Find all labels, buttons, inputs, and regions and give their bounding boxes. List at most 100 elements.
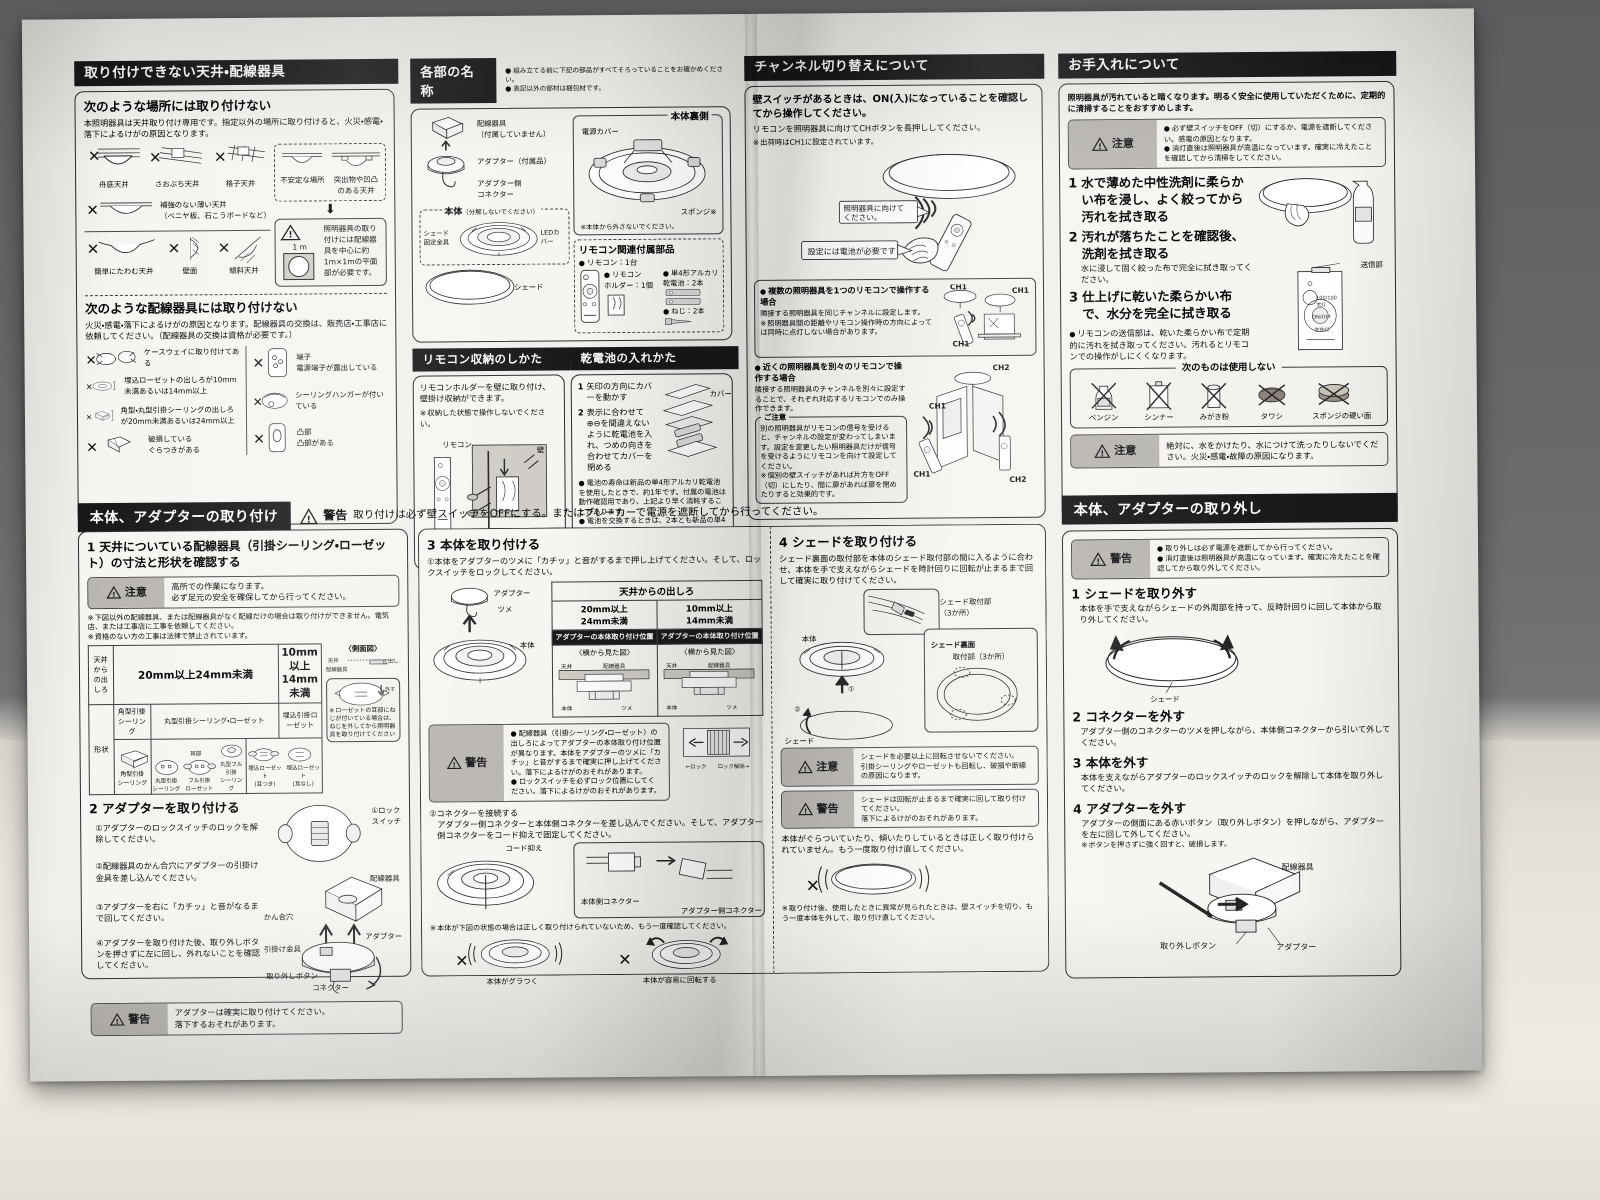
- section-parts: 各部の名称 組み立てる前に下記の部品がすべてそろっていることをお確かめください。…: [410, 56, 739, 575]
- table-col-b: 10mm以上 14mm未満: [277, 644, 322, 704]
- svg-text:CH1: CH1: [913, 469, 930, 478]
- step2-no: 2: [88, 801, 98, 817]
- section-removal: 本体、アダプターの取り外し ! 警告 取り外しは必ず電源を遮断してから行ってくだ…: [1061, 492, 1402, 979]
- warning-triangle-icon: !: [109, 1012, 125, 1026]
- step4-label-shade: シェード: [784, 736, 815, 746]
- step3-label-adapter: アダプター: [493, 588, 531, 599]
- remote-group-title: リモコン関連付属部品: [578, 244, 675, 257]
- removal-step-title-3: アダプターを外す: [1086, 800, 1187, 817]
- step2-item-0: ①アダプターのロックスイッチのロックを解除してください。: [95, 822, 258, 845]
- care-step-no-1: 2: [1068, 230, 1078, 246]
- svg-text:!: !: [1100, 449, 1104, 458]
- warning-triangle-icon: !: [1091, 137, 1108, 151]
- svg-text:ください。: ください。: [843, 213, 881, 222]
- label-shade-bracket: シェード 固定金具: [423, 229, 450, 247]
- label-wall: 壁: [536, 445, 545, 455]
- square-ceiling-icon: [120, 751, 148, 769]
- banner-remote-storage: リモコン収納のしかた: [412, 347, 571, 372]
- removal-step-title-1: コネクターを外す: [1085, 708, 1185, 725]
- body-back-figure: [588, 139, 706, 203]
- svg-text:✕: ✕: [86, 382, 93, 392]
- bad-fitting-3: ✕ 破損している ぐらつきがある: [86, 433, 241, 457]
- channel-warn-body: 別の照明器具がリモコンの信号を受けると、チャンネルの設定が変わってしまいます。設…: [760, 422, 897, 471]
- care-step-no-0: 1: [1068, 176, 1078, 192]
- loose-shade-figure: ✕: [806, 863, 930, 897]
- removal-label-shade: シェード: [1150, 694, 1180, 704]
- parts-note-1: 表記以外の部材は梱包材です。: [505, 83, 730, 94]
- bad-place-2: ✕ 格子天井: [210, 144, 270, 189]
- banner-battery: 乾電池の入れかた: [570, 346, 739, 371]
- bad-fitting-r-callout-0: 端子: [296, 352, 312, 362]
- body-mount-figure: [433, 587, 527, 684]
- svg-text:✕: ✕: [252, 356, 264, 372]
- unstable-place-1: 突出物や凹凸 のある天井: [329, 148, 382, 196]
- svg-text:!: !: [1098, 142, 1102, 151]
- removal-step-body-2: 本体を支えながらアダプターのロックスイッチのロックを解除して本体を取り外してくだ…: [1080, 769, 1384, 794]
- removal-warn-item-1: 消灯直後は照明器具が高温になっています。確実に冷えたことを確認してから取り外して…: [1157, 552, 1381, 573]
- install-warn-text: 取り付けは必ず壁スイッチをOFFにする。またはブレーカーで電源を遮断してから行っ…: [353, 505, 824, 522]
- svg-text:CH2: CH2: [1009, 474, 1026, 483]
- step3-warn-item-0: 配線器具（引掛シーリング・ローゼット）の出しろによってアダプターの本体取り付け位…: [510, 728, 662, 777]
- bad-fitting-r-1: ✕ シーリングハンガーが付いている: [252, 386, 388, 415]
- care-bottom-caution-label: 注意: [1114, 443, 1137, 458]
- step3-label-cord-holder: コード抑え: [505, 843, 543, 854]
- screw-figure: [664, 318, 692, 326]
- table-group-c-head: 埋込引掛ローゼット: [278, 703, 323, 739]
- banner-cannot-install: 取り付けできない天井・配線器具: [74, 58, 399, 87]
- bad-state-0: ✕ 本体がグラつく: [453, 933, 571, 987]
- step4-label-mount-parts: 取付部（3か所）: [952, 652, 1010, 662]
- remote-control-figure: [580, 270, 600, 324]
- care-caution-label: 注意: [1111, 137, 1134, 151]
- remote-item-3: ねじ：2本: [663, 307, 719, 317]
- svg-text:✕: ✕: [168, 240, 181, 258]
- remote-holder-figure: [607, 295, 625, 316]
- connector-attach-figure: [437, 860, 535, 910]
- svg-text:①: ①: [848, 685, 854, 693]
- bad-fitting-r-2: ✕ 凸部 凸部がある: [253, 421, 389, 454]
- removal-label-release-button: 取り外しボタン: [1160, 941, 1216, 951]
- table-group-b-item-1: フル引掛 ローゼット: [185, 778, 214, 793]
- svg-text:←ロック: ←ロック: [686, 763, 707, 770]
- care-step-title-2: 仕上げに乾いた柔らかい布で、水分を完全に拭き取る: [1082, 288, 1233, 322]
- svg-text:ロック解除→: ロック解除→: [718, 762, 750, 770]
- battery-step-text-0: 矢印の方向にカバーを動かす: [586, 380, 653, 403]
- remote-item-2: 単4形アルカリ 乾電池：2本: [663, 269, 719, 289]
- full-rosette-icon: [182, 760, 216, 776]
- removal-warn-label: 警告: [1110, 552, 1133, 566]
- svg-text:CH1: CH1: [1012, 285, 1029, 294]
- forbidden-title: 次のものは使用しない: [1175, 360, 1282, 375]
- bad-fitting-r-0: ✕ 端子 電源端子が露出している: [252, 345, 388, 380]
- sponge-note: ※本体から外さないでください。: [580, 222, 679, 232]
- warning-triangle-icon: !: [105, 586, 121, 599]
- channel-case2-figure: CH2 CH1 CH1 CH2: [913, 363, 1026, 484]
- svg-text:!: !: [803, 808, 806, 816]
- bad-fittings-body: 火災・感電・落下によるけがの原因となります。配線器具の交換は、販売店・工事店に依…: [85, 317, 388, 342]
- section-channel: チャンネル切り替えについて 壁スイッチがあるときは、ON(入)になっていることを…: [744, 53, 1046, 520]
- care-caution-icon-label: ! 注意: [1068, 120, 1158, 169]
- step3-table-col-a: 20mm以上 24mm未満: [551, 600, 657, 631]
- svg-text:常夜灯: 常夜灯: [1314, 326, 1329, 333]
- table-group-c-item-0: 埋込ローゼット (耳つき): [248, 766, 282, 789]
- label-remote: リモコン: [442, 440, 472, 450]
- svg-text:CH1: CH1: [950, 283, 967, 291]
- removal-step-body-1: アダプター側のコネクターのツメを押しながら、本体側コネクターから引いて外してくだ…: [1080, 723, 1391, 748]
- table-group-c-item-1: 埋込ローゼット (耳なし): [286, 765, 320, 789]
- adapter-remove-figure: 配線器具 取り外しボタン アダプター: [1158, 858, 1316, 952]
- bad-place-label-1: さおぶち天井: [154, 179, 200, 189]
- bad-place-label-5: 壁面: [182, 266, 198, 276]
- step1-title: 天井についている配線器具（引掛シーリング・ローゼット）の寸法と形状を確認する: [87, 537, 387, 571]
- battery-install-figure: [662, 384, 718, 457]
- step2-label-hole: かん合穴: [263, 913, 294, 923]
- svg-text:外す: 外す: [385, 686, 395, 693]
- channel-lead: 壁スイッチがあるときは、ON(入)になっていることを確認してから操作してください…: [752, 92, 1029, 120]
- battery-step-text-1: 表示に合わせて⊕⊖を間違えないように乾電池を入れ、つめの向きを合わせてカバーを閉…: [586, 406, 653, 473]
- label-shade: シェード: [513, 282, 544, 292]
- step2-label-lock-switch: ①ロック スイッチ: [371, 806, 402, 827]
- side-view-title: 〈側面図〉: [344, 644, 382, 654]
- round-full-ceiling-icon: [220, 745, 242, 758]
- forbidden-item-0: ベンジン: [1086, 378, 1120, 423]
- channel-note: 出荷時はCH1に設定されています。: [753, 134, 1035, 147]
- forbidden-label-3: タワシ: [1260, 411, 1283, 421]
- channel-case1-figure: CH1 CH1 CH1: [943, 283, 1029, 348]
